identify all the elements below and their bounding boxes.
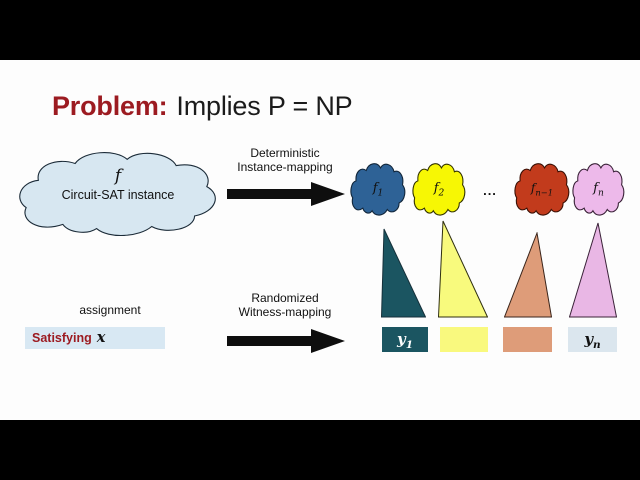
instance-cloud-fn-label: fn	[573, 181, 624, 199]
witness-box-yn: yn	[568, 327, 617, 352]
distribution-triangle-1	[381, 228, 426, 318]
letterbox-top	[0, 0, 640, 60]
y1-symbol: y	[396, 330, 406, 348]
deterministic-mapping-caption: Deterministic Instance-mapping	[218, 146, 352, 174]
caption-line2: Witness-mapping	[238, 305, 332, 319]
triangle-icon	[504, 232, 552, 318]
right-arrow-icon	[227, 182, 345, 206]
circuit-sat-cloud-shape	[20, 153, 216, 237]
caption-line1: Deterministic	[250, 146, 320, 160]
cloud-icon	[413, 164, 465, 215]
fn-subscript: n	[597, 188, 604, 199]
yn-label: yn	[584, 330, 601, 351]
triangle-icon	[438, 220, 488, 318]
caption-line2: Instance-mapping	[237, 160, 333, 174]
instance-cloud-fn	[573, 164, 624, 216]
f1-subscript: 1	[377, 188, 384, 199]
randomized-arrow	[227, 329, 345, 353]
deterministic-arrow	[227, 182, 345, 206]
cloud-icon	[20, 153, 216, 236]
instance-cloud-f2	[413, 164, 465, 216]
slide: Problem: Implies P = NP f Circuit-SAT ins…	[0, 60, 640, 420]
triangle-icon	[381, 228, 426, 318]
letterbox-bottom	[0, 420, 640, 480]
assignment-caption: assignment	[79, 303, 141, 317]
satisfying-assignment-box: Satisfying x	[25, 327, 165, 349]
satisfying-label: Satisfying	[32, 331, 92, 345]
title-rest-label: Implies P = NP	[176, 91, 353, 121]
yn-subscript: n	[593, 339, 601, 351]
source-cloud-label: Circuit-SAT instance	[61, 188, 175, 202]
witness-box-y1: y1	[382, 327, 428, 352]
yn-symbol: y	[584, 330, 594, 348]
y1-subscript: 1	[405, 339, 414, 351]
instance-cloud-f2-label: f2	[413, 181, 465, 199]
randomized-mapping-caption: Randomized Witness-mapping	[218, 291, 352, 319]
f2-symbol: f	[433, 181, 439, 196]
instance-cloud-f1-label: f1	[351, 181, 405, 199]
cloud-icon	[351, 164, 405, 215]
fn-1-symbol: f	[530, 181, 536, 195]
cloud-icon	[515, 164, 569, 215]
y1-label: y1	[396, 330, 414, 351]
caption-line1: Randomized	[251, 291, 319, 305]
instance-cloud-f1	[351, 164, 405, 216]
ellipsis: ...	[483, 183, 497, 198]
witness-box-3	[503, 327, 552, 352]
distribution-triangle-3	[504, 232, 552, 318]
title-problem-label: Problem:	[52, 91, 168, 121]
fn-1-subscript: n−1	[535, 187, 554, 198]
cloud-icon	[573, 164, 624, 215]
fn-symbol: f	[593, 181, 598, 196]
slide-title: Problem: Implies P = NP	[52, 88, 353, 124]
right-arrow-icon	[227, 329, 345, 353]
instance-cloud-fn-1	[515, 164, 569, 216]
x-variable: x	[96, 329, 106, 346]
f2-subscript: 2	[438, 188, 445, 199]
witness-box-2	[440, 327, 488, 352]
distribution-triangle-4	[569, 222, 617, 318]
source-function-symbol: f	[114, 166, 122, 186]
instance-cloud-fn-1-label: fn−1	[515, 181, 569, 197]
f1-symbol: f	[372, 181, 378, 196]
distribution-triangle-2	[438, 220, 488, 318]
triangle-icon	[569, 222, 617, 318]
